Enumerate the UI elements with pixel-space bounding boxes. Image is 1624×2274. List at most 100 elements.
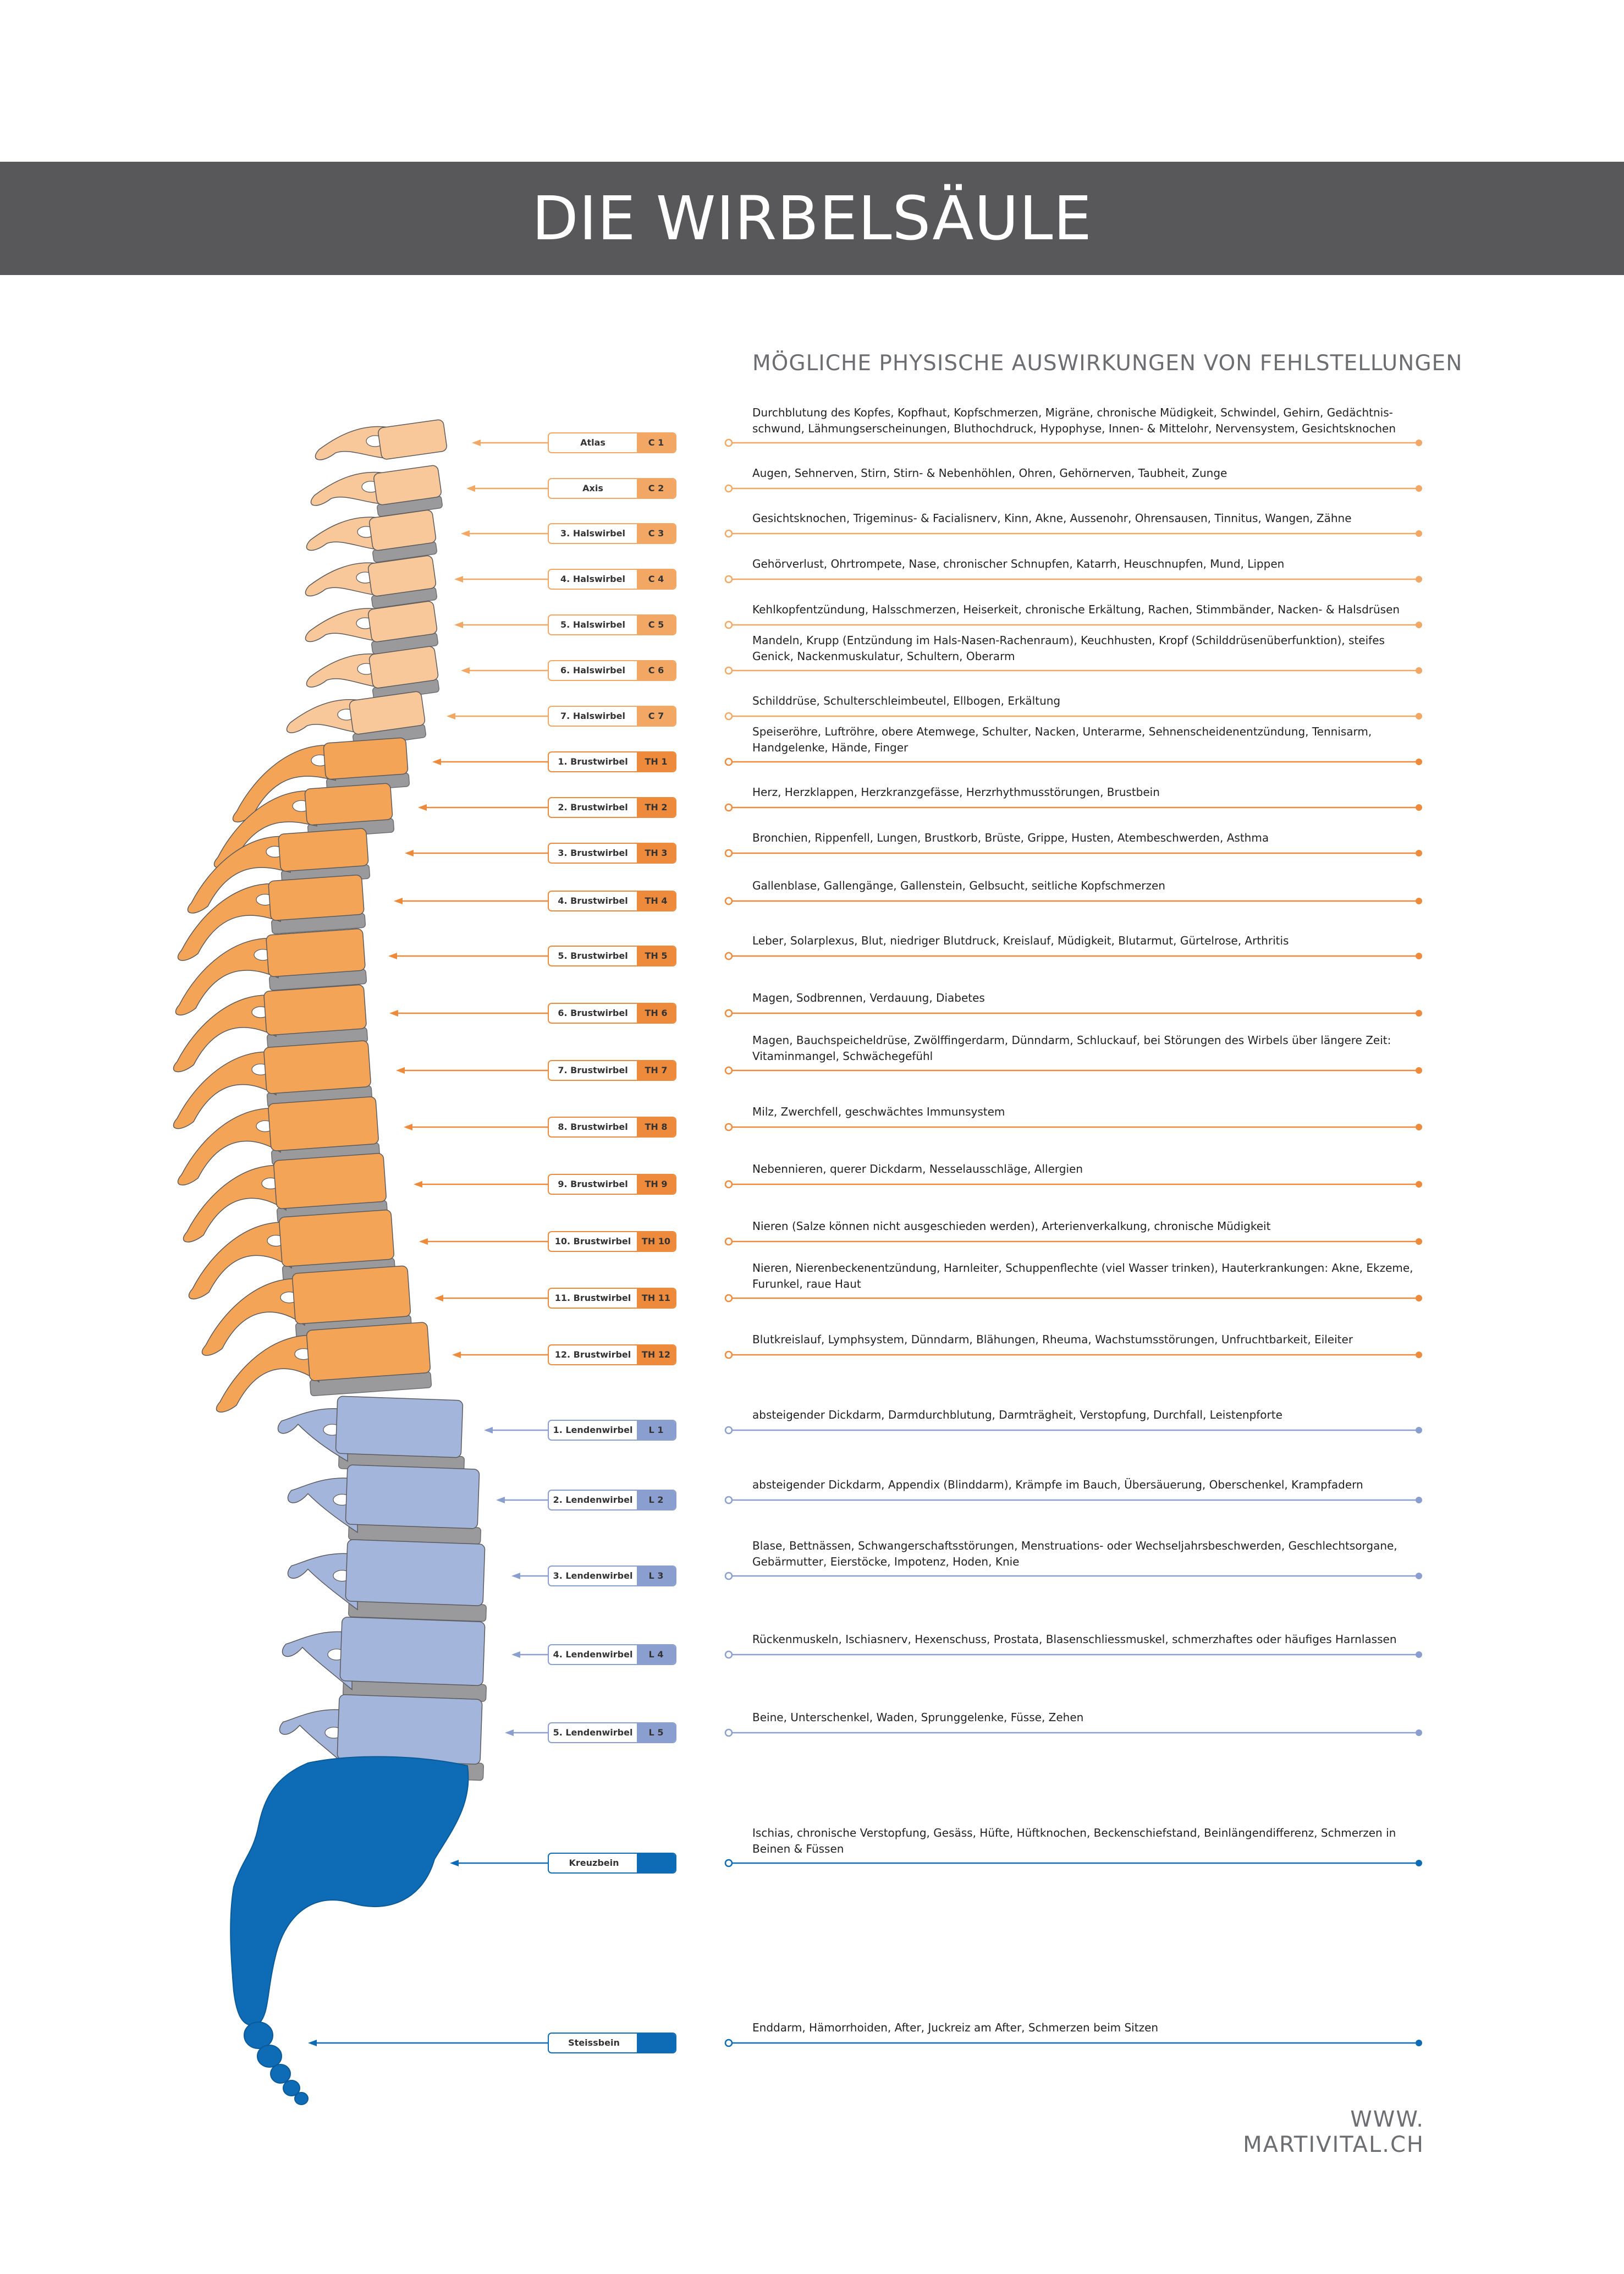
vertebra-name: 2. Lendenwirbel: [553, 1495, 633, 1505]
vertebra-shape: [183, 1153, 387, 1243]
effect-line: [724, 620, 1422, 629]
vertebra-code: L 5: [637, 1723, 675, 1742]
vertebra-code: L 1: [637, 1421, 675, 1440]
vertebra-name: 5. Brustwirbel: [558, 951, 628, 961]
effect-line: [724, 952, 1422, 960]
pointer-arrow: [308, 2040, 548, 2046]
vertebra-shape: [315, 419, 447, 460]
vertebra-name: 10. Brustwirbel: [554, 1236, 631, 1246]
vertebral-body: [339, 1617, 486, 1686]
vertebra-name: 6. Halswirbel: [560, 665, 625, 675]
vertebral-body: [368, 646, 439, 689]
effect-line: [724, 1496, 1422, 1504]
vertebra-shape: [310, 465, 442, 506]
effect-text: Herz, Herzklappen, Herzkranzgefässe, Her…: [752, 786, 1160, 799]
effect-line: [724, 575, 1422, 584]
vertebra-shape: [201, 1265, 411, 1356]
vertebra-shape: [306, 646, 439, 689]
vertebral-body: [268, 1096, 379, 1151]
vertebral-body: [335, 1396, 464, 1458]
effect-text: Mandeln, Krupp (Entzündung im Hals-Nasen…: [752, 634, 1385, 663]
effect-text: Durchblutung des Kopfes, Kopfhaut, Kopfs…: [752, 406, 1396, 435]
effect-line: [724, 1066, 1422, 1075]
effects-subtitle: MÖGLICHE PHYSISCHE AUSWIRKUNGEN VON FEHL…: [752, 351, 1463, 376]
spinous-process: [287, 1553, 358, 1611]
spinous-process: [201, 1278, 305, 1356]
spinous-process: [282, 1631, 353, 1691]
title-banner: DIE WIRBELSÄULE: [0, 162, 1624, 275]
vertebra-name: 6. Brustwirbel: [558, 1008, 628, 1018]
vertebral-body: [368, 509, 437, 551]
effect-text: Kehlkopfentzündung, Halsschmerzen, Heise…: [752, 603, 1400, 616]
vertebra-shape: [216, 1322, 431, 1413]
vertebra-shape: [305, 555, 437, 597]
pointer-arrow: [461, 530, 548, 537]
vertebra-code: TH 1: [637, 752, 675, 771]
vertebra-code: TH 2: [637, 798, 675, 817]
effect-text: Gesichtsknochen, Trigeminus- & Facialisn…: [752, 512, 1352, 525]
vertebra-name: Steissbein: [568, 2037, 620, 2048]
effect-text: Beine, Unterschenkel, Waden, Sprunggelen…: [752, 1711, 1084, 1724]
spinous-process: [310, 471, 387, 506]
vertebra-shape: [173, 984, 367, 1073]
vertebral-body: [306, 1322, 431, 1381]
spinous-process: [306, 653, 382, 689]
vertebra-name: 7. Brustwirbel: [558, 1065, 628, 1075]
effect-line: [724, 1572, 1422, 1580]
vertebra-code: L 2: [637, 1491, 675, 1509]
vertebral-body: [337, 1694, 483, 1765]
vertebra-label: 2. Brustwirbel TH 2: [548, 797, 676, 818]
vertebra-name: 4. Halswirbel: [560, 574, 625, 584]
vertebra-name: 5. Lendenwirbel: [553, 1727, 633, 1738]
effect-text: Speiseröhre, Luftröhre, obere Atemwege, …: [752, 725, 1372, 754]
vertebra-shape: [306, 509, 437, 551]
vertebral-body: [263, 1040, 371, 1094]
effect-line: [724, 1859, 1422, 1867]
spinous-process: [305, 562, 381, 597]
website-url[interactable]: WWW. MARTIVITAL.CH: [1243, 2107, 1424, 2157]
vertebra-name: 3. Lendenwirbel: [553, 1570, 633, 1581]
spinous-process: [177, 883, 281, 961]
effect-line: [724, 1426, 1422, 1435]
spinous-process: [315, 426, 391, 460]
pointer-arrow: [414, 1181, 548, 1188]
vertebral-body: [279, 1209, 394, 1267]
pointer-arrow: [511, 1651, 548, 1658]
pointer-arrow: [454, 576, 548, 583]
vertebra-name: 2. Brustwirbel: [558, 802, 628, 812]
vertebra-code: L 3: [637, 1567, 675, 1585]
vertebral-body: [349, 691, 426, 735]
vertebra-code: [637, 1854, 675, 1872]
pointer-arrow: [394, 898, 548, 904]
vertebra-name: 3. Brustwirbel: [558, 848, 628, 858]
spine-column: [173, 419, 487, 2105]
spinous-process: [177, 1108, 281, 1186]
effect-line: [724, 529, 1422, 538]
effect-text: Bronchien, Rippenfell, Lungen, Brustkorb…: [752, 831, 1269, 844]
vertebral-body: [278, 828, 369, 872]
pointer-arrow: [396, 1067, 548, 1074]
vertebra-shape: [277, 1396, 464, 1462]
pointer-arrow: [450, 1860, 548, 1866]
vertebra-code: C 5: [637, 616, 675, 634]
vertebra-label: Kreuzbein: [548, 1853, 676, 1874]
vertebra-name: 8. Brustwirbel: [558, 1122, 628, 1132]
vertebra-label: 3. Lendenwirbel L 3: [548, 1566, 676, 1586]
vertebra-name: 3. Halswirbel: [560, 528, 625, 539]
vertebra-name: 11. Brustwirbel: [554, 1293, 631, 1303]
vertebra-shape: [287, 1539, 486, 1611]
pointer-arrow: [472, 440, 548, 446]
spinous-process: [183, 1165, 287, 1243]
vertebra-shape: [187, 828, 369, 914]
vertebra-name: Atlas: [580, 437, 605, 448]
